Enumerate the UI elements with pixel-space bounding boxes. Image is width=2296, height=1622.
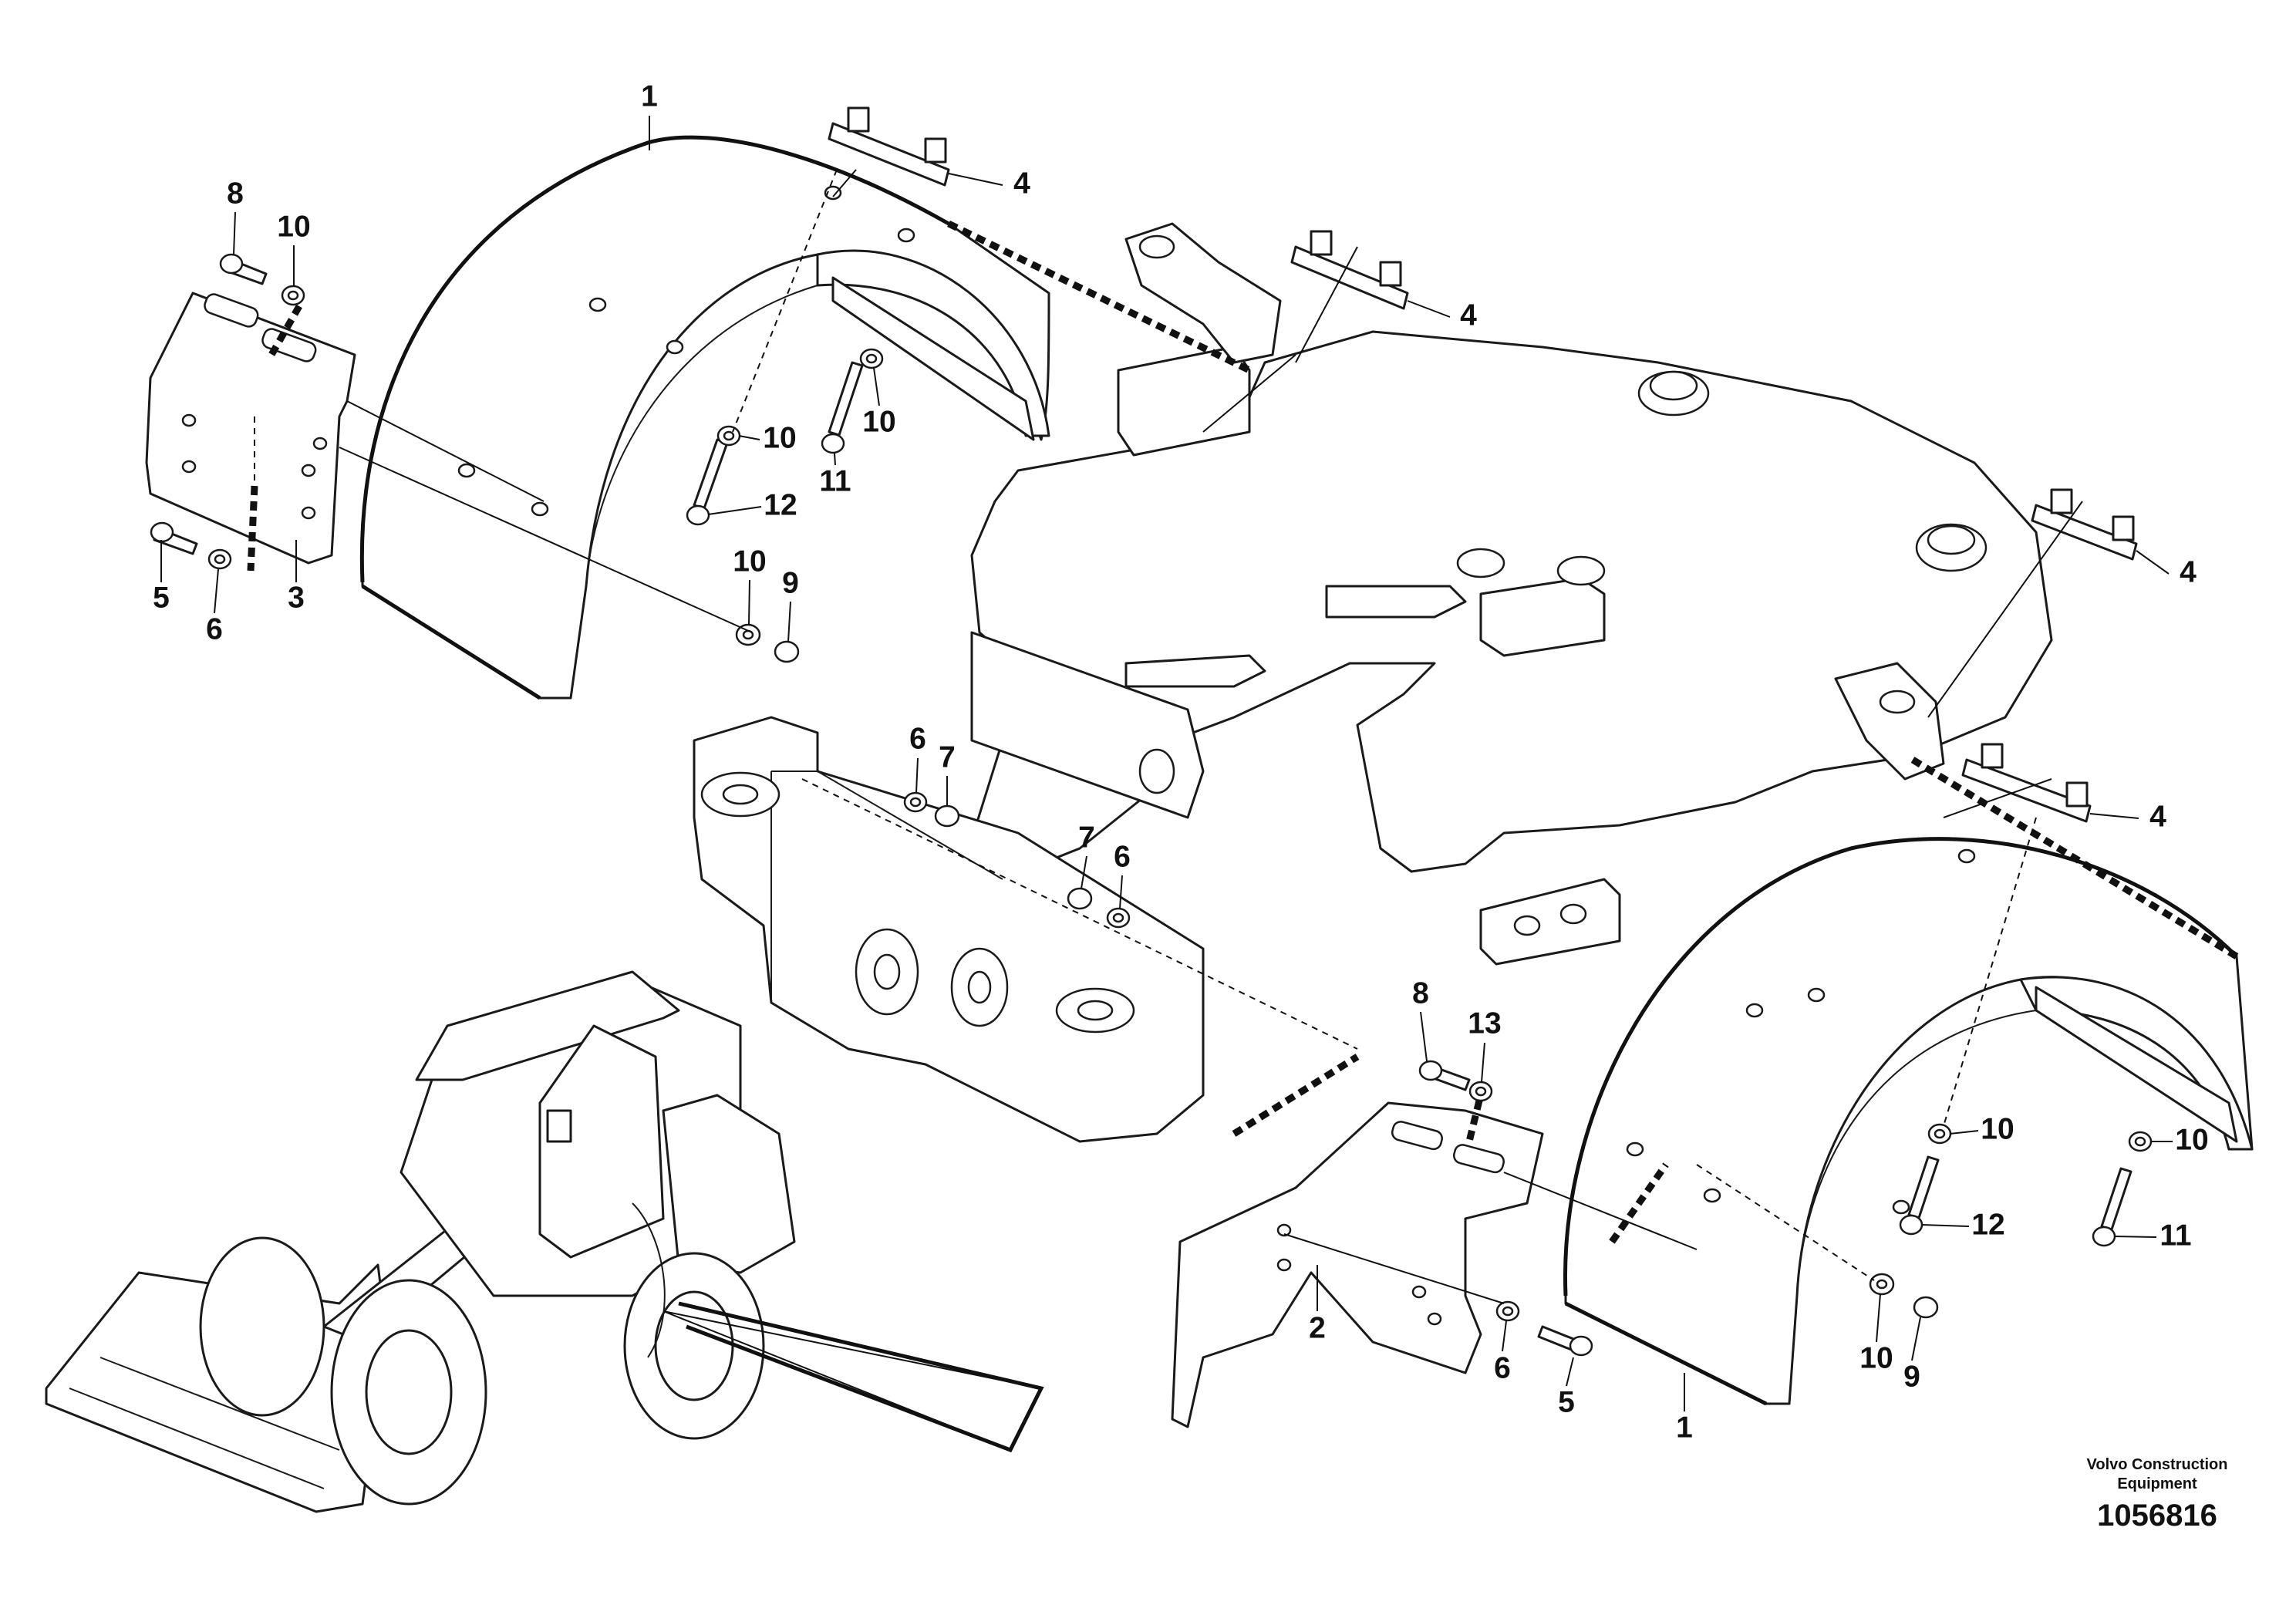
callout-bolt-bottom: 8 <box>1412 976 1429 1010</box>
chassis-frame <box>693 222 2053 1143</box>
callout-screw-11-top: 11 <box>819 464 851 497</box>
bracket-left <box>145 292 356 565</box>
callout-washer-10-e: 10 <box>1981 1112 2014 1145</box>
callout-bolt-left: 8 <box>227 177 244 210</box>
callout-screw-11-bottom: 11 <box>2159 1219 2191 1252</box>
callout-washer-mid-a: 6 <box>909 722 926 755</box>
callout-bracket-left: 3 <box>288 581 305 614</box>
callout-washer-left: 6 <box>206 612 223 646</box>
callout-washer-10-c: 10 <box>763 421 796 454</box>
callout-nut-mid-a: 7 <box>939 740 956 774</box>
drawing-id: 1056816 <box>2097 1499 2217 1533</box>
bracket-lower <box>1171 1101 1544 1428</box>
fender-bottom <box>1563 837 2254 1406</box>
callout-plate-b: 4 <box>1460 298 1477 332</box>
callouts: 1 1 2 3 4 4 4 4 5 5 6 6 6 6 7 7 8 8 9 9 … <box>153 79 2209 1444</box>
footer-company-line1: Volvo Construction <box>2087 1456 2228 1473</box>
loader-inset <box>45 970 1044 1513</box>
callout-washer-mid-b: 6 <box>1114 840 1131 873</box>
callout-washer-10-f: 10 <box>2175 1123 2208 1156</box>
callout-fender-top: 1 <box>641 79 658 113</box>
callout-screw-12-top: 12 <box>764 488 797 521</box>
footer-company-line2: Equipment <box>2117 1475 2197 1492</box>
callout-nut-mid-b: 7 <box>1078 821 1095 854</box>
callout-washer-10-g: 10 <box>1859 1341 1893 1374</box>
callout-washer-10-d: 10 <box>733 545 766 578</box>
footer: Volvo Construction Equipment 1056816 <box>2087 1456 2228 1533</box>
callout-washer-bottom: 6 <box>1494 1351 1511 1384</box>
callout-plate-c: 4 <box>2180 555 2197 588</box>
callout-fender-bottom: 1 <box>1676 1411 1693 1444</box>
callout-plate-d: 4 <box>2149 800 2166 833</box>
callout-plate-a: 4 <box>1013 167 1030 200</box>
callout-leaders <box>160 116 2173 1411</box>
assembly-lines <box>247 169 2239 1304</box>
callout-screw-12-bottom: 12 <box>1971 1208 2004 1241</box>
callout-screw-left: 5 <box>153 581 170 614</box>
callout-screw-bottom: 5 <box>1558 1385 1575 1418</box>
hardware <box>150 253 2153 1357</box>
callout-nut-bottom: 9 <box>1903 1360 1920 1393</box>
fender-top <box>359 135 1050 700</box>
callout-washer-10-a: 10 <box>277 210 310 243</box>
callout-washer-10-b: 10 <box>862 405 895 438</box>
callout-washer-13: 13 <box>1468 1007 1501 1040</box>
callout-nut-top: 9 <box>782 566 799 599</box>
mounting-plates <box>828 106 2138 823</box>
callout-bracket-lower: 2 <box>1309 1311 1326 1344</box>
